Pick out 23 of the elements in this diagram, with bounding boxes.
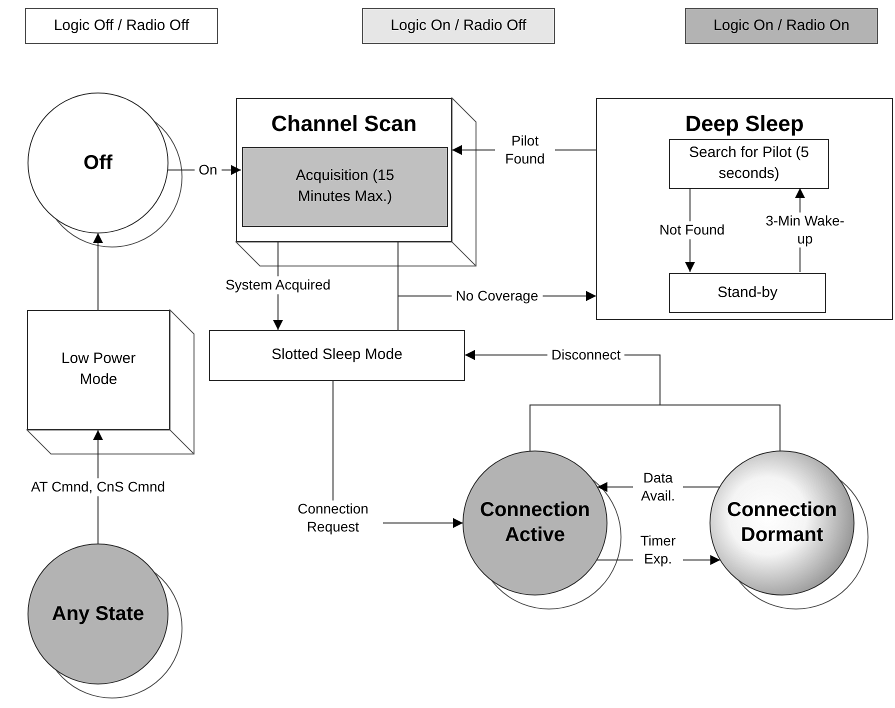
process-box bbox=[242, 147, 448, 227]
state-label: Off bbox=[82, 150, 114, 176]
edge-label: Timer Exp. bbox=[633, 532, 683, 568]
process-box bbox=[669, 273, 826, 313]
box-label: Stand-by bbox=[716, 282, 779, 303]
legend-label: Logic On / Radio Off bbox=[390, 16, 526, 36]
legend-label: Logic On / Radio On bbox=[714, 16, 850, 36]
box-label: Low Power Mode bbox=[60, 349, 137, 390]
box-label: Search for Pilot (5 seconds) bbox=[688, 143, 810, 184]
box-heading: Channel Scan bbox=[271, 110, 417, 138]
state-label: Any State bbox=[50, 602, 146, 626]
state-label: Connection Dormant bbox=[726, 498, 838, 548]
state-box bbox=[236, 98, 452, 242]
state-box bbox=[596, 98, 893, 320]
box-heading: Deep Sleep bbox=[685, 110, 804, 138]
state-label: Connection Active bbox=[479, 498, 591, 548]
box-label: Acquisition (15 Minutes Max.) bbox=[294, 166, 396, 207]
box-label: Slotted Sleep Mode bbox=[270, 345, 404, 366]
state-box bbox=[209, 330, 465, 381]
arrow bbox=[93, 232, 103, 310]
process-box bbox=[669, 139, 829, 189]
state-box bbox=[27, 310, 170, 430]
legend-label: Logic Off / Radio Off bbox=[54, 16, 190, 36]
